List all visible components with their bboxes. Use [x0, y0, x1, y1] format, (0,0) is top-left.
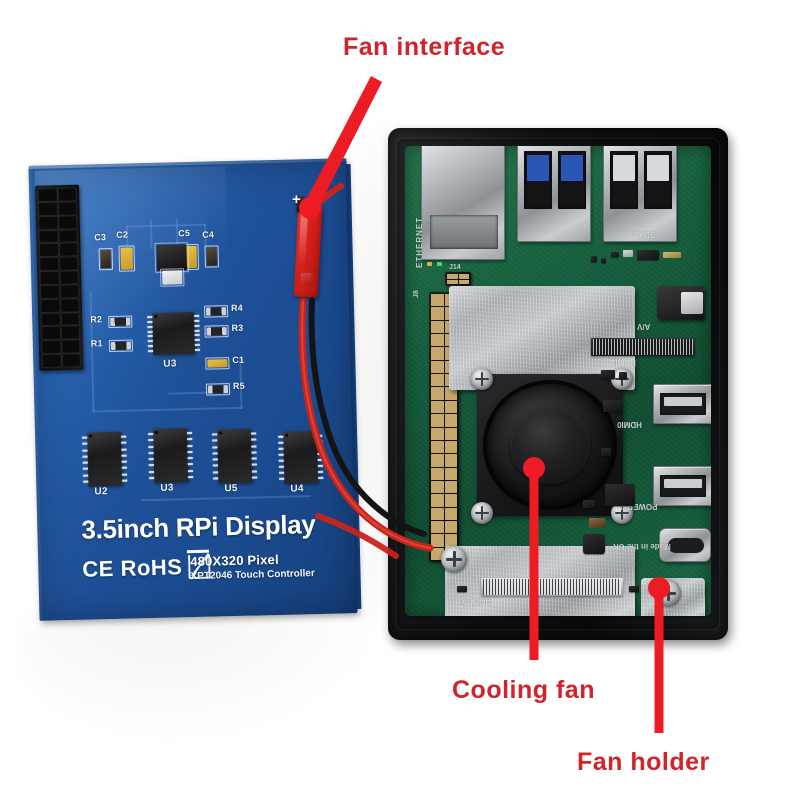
smd-component: [629, 586, 639, 592]
gpio-pin: [444, 520, 457, 534]
smd-ic: [637, 250, 659, 260]
gpio-pin: [447, 274, 458, 279]
gpio-pin: [444, 480, 457, 494]
gpio-pin: [447, 279, 458, 284]
smd-component: [663, 252, 681, 258]
smd-component: [601, 370, 615, 379]
ethernet-led-amber: [427, 262, 432, 266]
display-connector: [481, 578, 623, 596]
annotation-label-cooling-fan: Cooling fan: [452, 676, 595, 704]
gpio-pin: [444, 387, 457, 400]
smd-component: [457, 586, 467, 592]
smd-component: [601, 448, 611, 456]
mounting-screw: [611, 502, 633, 524]
gpio-pin: [458, 279, 469, 284]
hdmi1-port: [653, 384, 711, 424]
fan-holder-leader-dot: [648, 577, 670, 599]
gpio-pin: [431, 547, 444, 560]
usb2-port-pair: [603, 146, 677, 242]
hdmi0-port: [653, 466, 711, 506]
gpio-pin: [431, 307, 444, 320]
smd-inductor: [583, 534, 605, 554]
gpio-pin: [444, 507, 457, 520]
gpio-pin: [431, 374, 444, 387]
gpio-pin: [431, 440, 444, 454]
gpio-pin: [444, 414, 457, 427]
fan-hub: [509, 405, 591, 485]
cooling-fan-leader-dot: [523, 457, 545, 479]
av-jack: [657, 286, 705, 320]
gpio-pin: [444, 467, 457, 480]
gpio-pin: [444, 427, 457, 440]
j14-header: [445, 272, 471, 286]
ethernet-led-green: [437, 262, 442, 266]
gpio-pin: [431, 507, 444, 520]
smd-inductor: [605, 484, 635, 506]
smd-component: [601, 258, 606, 263]
smd-component: [619, 372, 627, 379]
ethernet-port: [421, 146, 505, 260]
gpio-pin: [444, 534, 457, 547]
annotation-label-fan-holder: Fan holder: [577, 748, 710, 776]
mounting-screw: [471, 368, 493, 390]
gpio-pin: [431, 400, 444, 414]
camera-connector: [591, 338, 695, 356]
annotation-label-fan-interface: Fan interface: [343, 33, 506, 61]
gpio-pin: [431, 467, 444, 480]
gpio-pin: [431, 427, 444, 440]
gpio-pin: [444, 400, 457, 414]
gpio-pin: [431, 534, 444, 547]
gpio-pin: [458, 274, 469, 279]
gpio-pin: [444, 494, 457, 507]
usb3-port-pair: [517, 146, 591, 242]
gpio-pin: [431, 494, 444, 507]
gpio-pin: [431, 414, 444, 427]
gpio-pin: [444, 454, 457, 467]
smd-component: [591, 256, 597, 262]
gpio-pin: [431, 320, 444, 334]
gpio-pin: [431, 480, 444, 494]
gpio-pin: [431, 347, 444, 360]
cooling-fan: [487, 384, 613, 506]
smd-component: [623, 250, 633, 257]
fan-interface-arrow-head: [299, 197, 321, 219]
gpio-pin: [431, 454, 444, 467]
gpio-pin: [431, 294, 444, 307]
mounting-screw: [471, 502, 493, 524]
gpio-pin: [431, 520, 444, 534]
gpio-pin: [431, 334, 444, 347]
smd-component: [611, 252, 619, 257]
mounting-screw: [441, 546, 467, 572]
gpio-pin: [431, 387, 444, 400]
gpio-pin: [444, 440, 457, 454]
fan-interface-arrow-shaft: [304, 76, 382, 212]
smd-component: [589, 518, 605, 528]
smd-component: [603, 400, 623, 412]
power-in-port: [659, 528, 711, 562]
j14-label: J14: [449, 264, 461, 271]
smd-component: [583, 500, 595, 508]
gpio-pin: [431, 360, 444, 374]
